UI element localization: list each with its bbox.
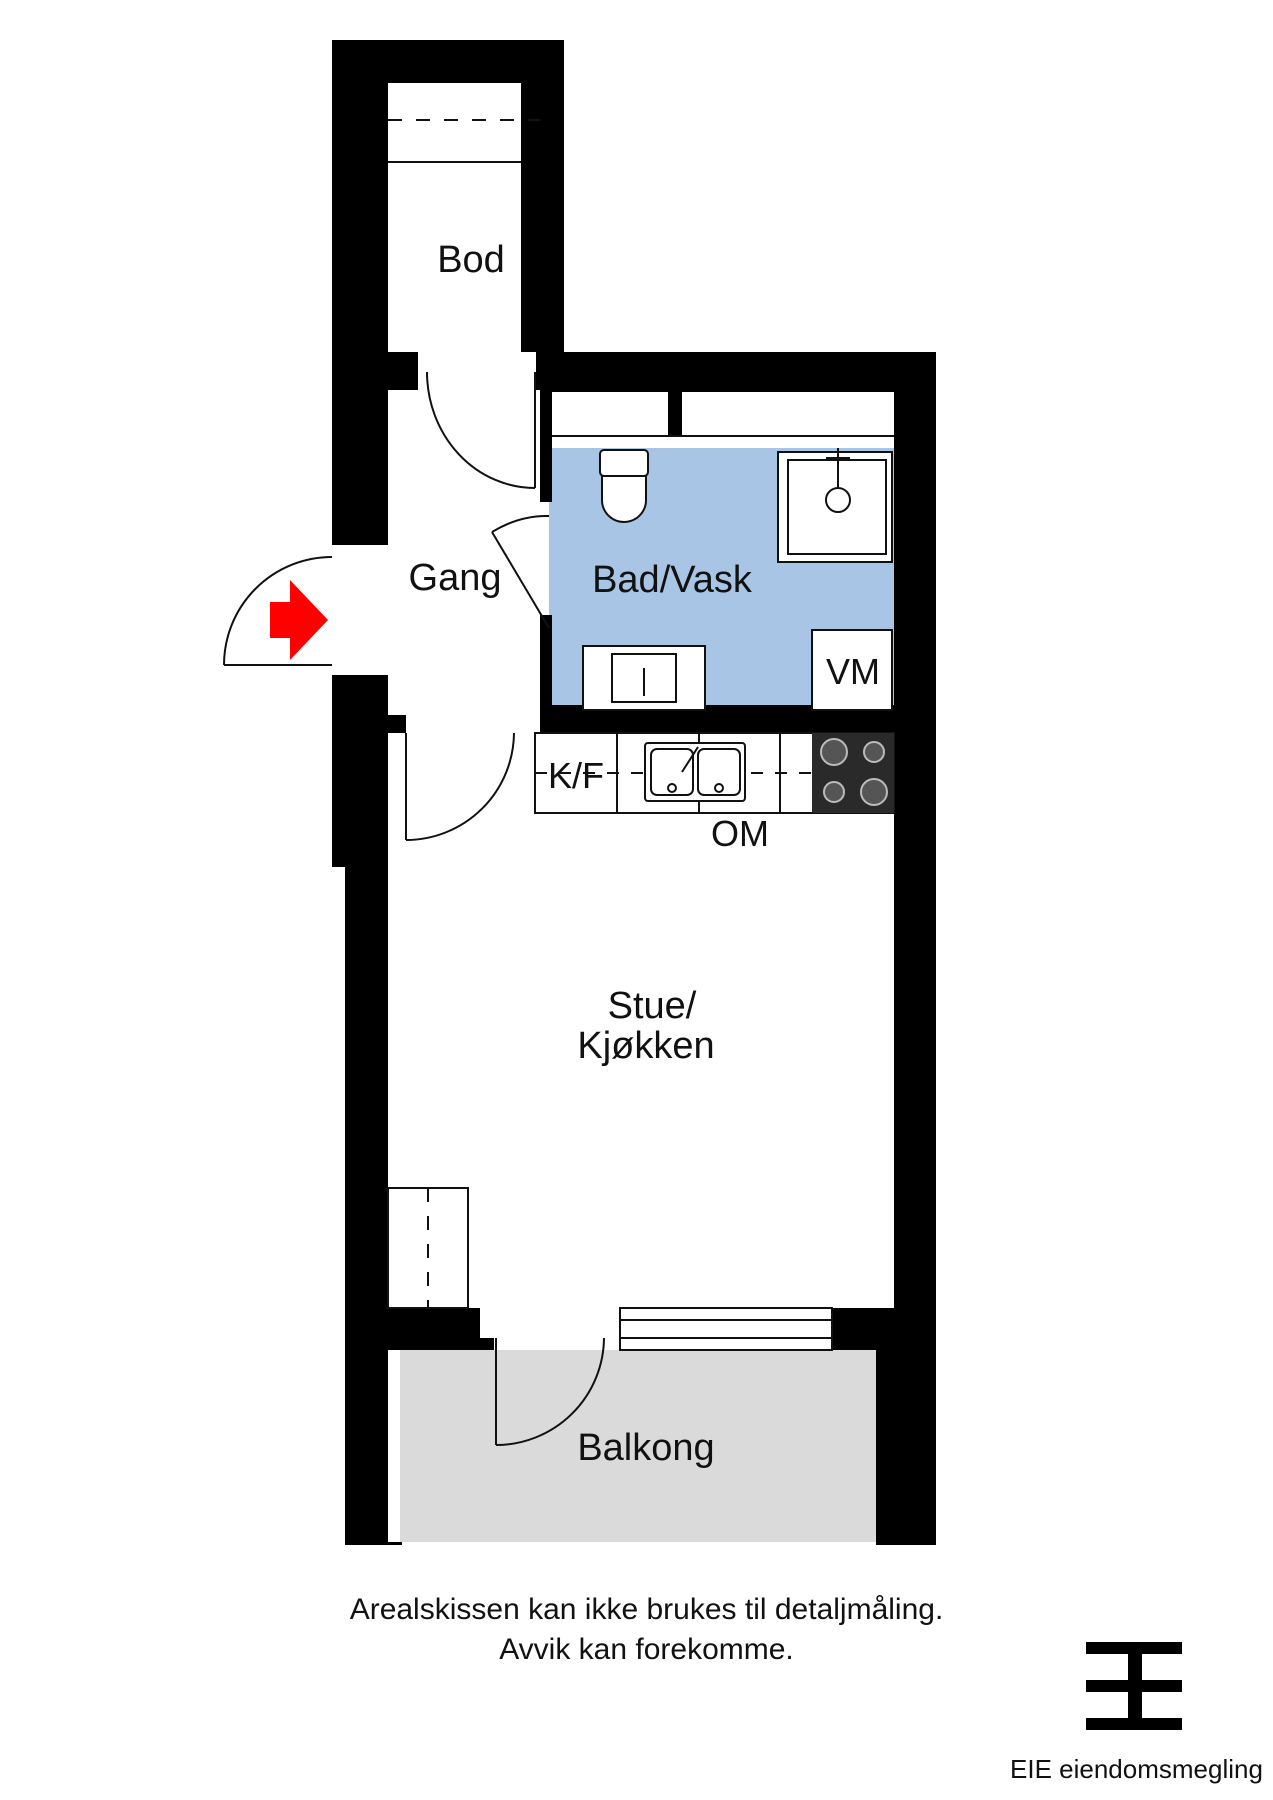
room-label-bad: Bad/Vask [592,559,753,601]
disclaimer-line-2: Avvik kan forekomme. [499,1633,794,1666]
washing-machine [811,629,893,711]
room-label-gang: Gang [409,557,502,599]
disclaimer: Arealskissen kan ikke brukes til detaljm… [0,1590,1273,1670]
brand-name: EIE eiendomsmegling [1010,1754,1263,1784]
stove-icon [812,733,894,813]
doors [223,371,605,1446]
disclaimer-line-1: Arealskissen kan ikke brukes til detaljm… [349,1593,944,1626]
toilet-icon [599,449,649,523]
room-label-stue: Stue/ [608,985,697,1027]
room-label-bod: Bod [437,239,505,281]
floor-plan: Bod Gang Bad/Vask Stue/ Kjøkken Balkong … [223,40,936,1545]
room-label-kjokken: Kjøkken [577,1025,714,1067]
balcony-floor [400,1350,880,1542]
eie-logo-icon [1086,1642,1182,1730]
bath-sink-icon [582,645,706,711]
label-washing-machine: VM [826,651,880,692]
label-om: OM [711,813,769,854]
shower-icon [777,448,893,563]
wardrobe [387,1187,469,1309]
storage-shelf [388,119,540,163]
balcony-window [619,1307,833,1351]
kitchen-sink-icon [644,742,746,802]
room-label-balkong: Balkong [577,1427,714,1469]
entrance-arrow-icon [270,580,328,660]
label-fridge-freezer: K/F [548,755,604,796]
walls [332,40,936,1545]
brand-block: EIE eiendomsmegling [1010,1640,1263,1790]
